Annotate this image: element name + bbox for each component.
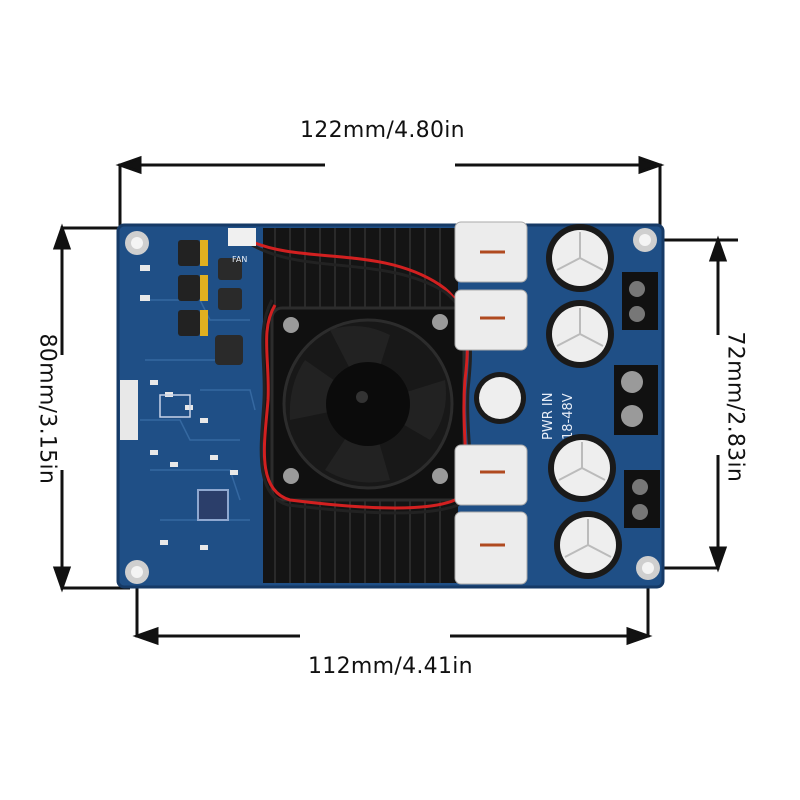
screw-terminals: [614, 272, 660, 528]
silkscreen-voltage: 18-48V: [561, 393, 576, 440]
fan-connector: [228, 228, 256, 246]
silkscreen-pwr-in: PWR IN: [541, 393, 556, 440]
mounting-holes: [125, 228, 660, 584]
silkscreen-fan: FAN: [232, 255, 247, 264]
width-dimension-bottom: 112mm/4.41in: [308, 654, 473, 679]
dimension-lines: [52, 155, 738, 646]
electrolytic-capacitors: [474, 224, 622, 579]
width-dimension-top: 122mm/4.80in: [300, 118, 465, 143]
cooling-fan: [270, 306, 466, 502]
height-dimension-right: 72mm/2.83in: [722, 331, 748, 483]
ic-chip: [197, 489, 229, 521]
output-inductors: [454, 221, 528, 585]
side-connector: [120, 380, 138, 440]
height-dimension-left: 80mm/3.15in: [34, 333, 60, 485]
